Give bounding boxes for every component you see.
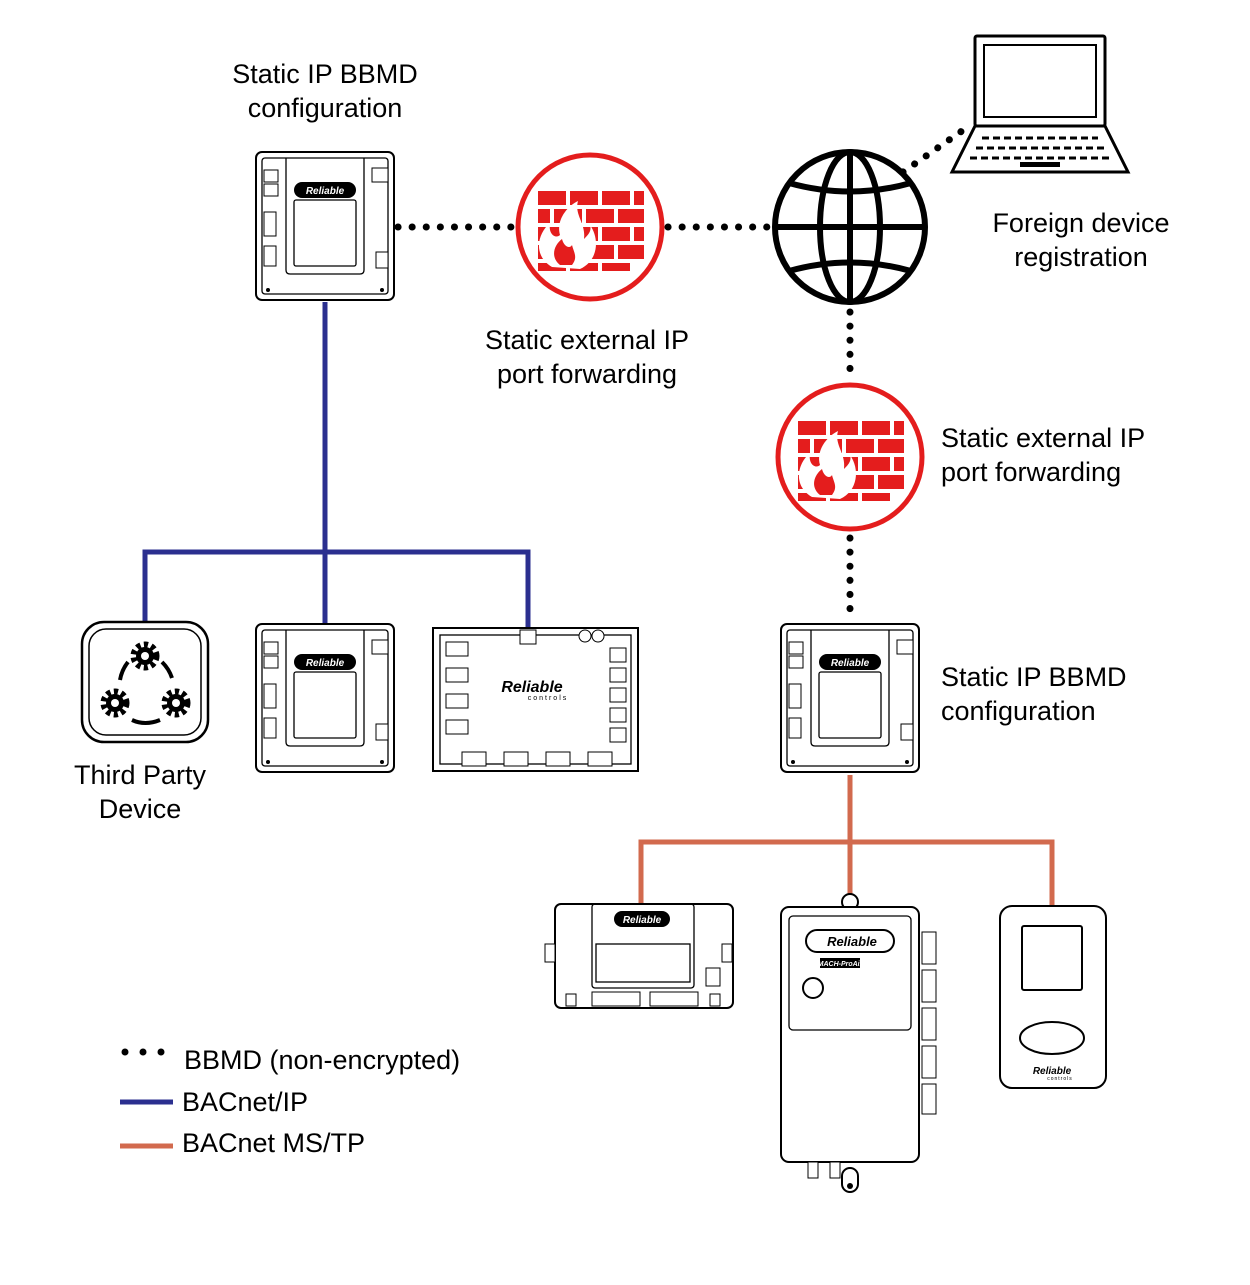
- top-bbmd-label-line1: Static IP BBMD: [232, 59, 418, 89]
- top-firewall-label: Static external IP port forwarding: [462, 323, 712, 391]
- third-party-label: Third Party Device: [45, 758, 235, 826]
- top-bbmd-label: Static IP BBMD configuration: [200, 57, 450, 125]
- globe-icon: [772, 149, 928, 305]
- legend-swatch-dotted: [121, 1048, 165, 1056]
- top-bbmd-label-line2: configuration: [247, 93, 403, 123]
- right-firewall-label: Static external IP port forwarding: [941, 421, 1145, 489]
- proair-controller-icon: Reliable MACH-ProAir: [780, 893, 937, 1193]
- svg-text:controls: controls: [528, 695, 569, 702]
- right-bbmd-label-line1: Static IP BBMD: [941, 662, 1127, 692]
- thermostat-icon: Reliable controls: [999, 905, 1107, 1089]
- third-party-label-line1: Third Party: [73, 760, 207, 790]
- legend-swatches: [120, 1048, 173, 1149]
- right-bbmd-label: Static IP BBMD configuration: [941, 660, 1127, 728]
- svg-text:controls: controls: [1047, 1076, 1073, 1082]
- middle-controller-icon: [255, 623, 395, 773]
- mstp-lines: [638, 775, 1055, 906]
- svg-text:Reliable: Reliable: [623, 915, 662, 926]
- right-bbmd-label-line2: configuration: [941, 696, 1096, 726]
- gears-icon: [80, 620, 210, 744]
- svg-text:Reliable: Reliable: [501, 679, 562, 696]
- third-party-label-line2: Device: [98, 794, 182, 824]
- svg-text:Reliable: Reliable: [1033, 1066, 1072, 1077]
- svg-text:Reliable: Reliable: [827, 934, 877, 949]
- laptop-icon: [949, 34, 1131, 174]
- foreign-device-label: Foreign device registration: [970, 206, 1192, 274]
- foreign-device-label-line2: registration: [1014, 242, 1148, 272]
- legend-bbmd-text: BBMD (non-encrypted): [184, 1045, 461, 1075]
- right-firewall-label-line1: Static external IP: [941, 423, 1146, 453]
- firewall-icon-right: [778, 385, 922, 529]
- svg-text:MACH-ProAir: MACH-ProAir: [818, 961, 864, 968]
- mstp-controller-icon: Reliable: [544, 903, 734, 1009]
- firewall-icon-top: [518, 155, 662, 299]
- right-firewall-label-line2: port forwarding: [941, 457, 1122, 487]
- top-firewall-label-line1: Static external IP: [484, 325, 690, 355]
- foreign-device-label-line1: Foreign device: [992, 208, 1170, 238]
- top-bbmd-controller-icon: [255, 151, 395, 301]
- top-firewall-label-line2: port forwarding: [496, 359, 678, 389]
- legend-bacnet-ip-text: BACnet/IP: [182, 1087, 309, 1117]
- right-bbmd-controller-icon: [780, 623, 920, 773]
- board-controller-icon: Reliable controls: [432, 627, 639, 772]
- bbmd-dotted-links: [394, 120, 976, 622]
- legend-mstp-text: BACnet MS/TP: [182, 1128, 366, 1158]
- bacnet-ip-lines: [142, 302, 531, 628]
